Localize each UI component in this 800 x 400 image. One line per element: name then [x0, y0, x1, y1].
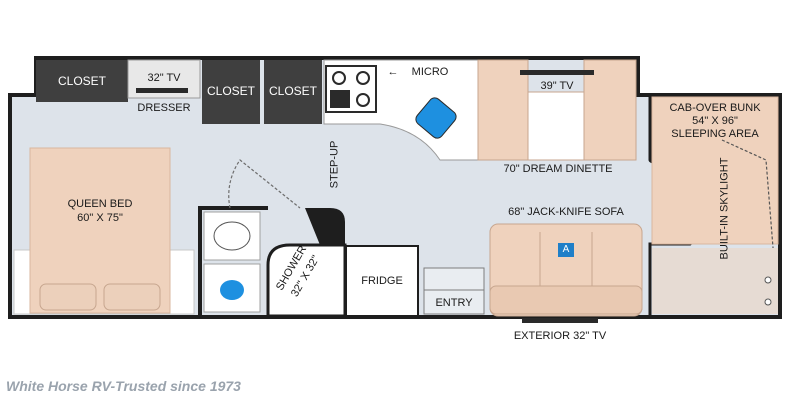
burner-3: [356, 93, 370, 107]
cab-over-bunk: [651, 96, 779, 245]
sleeping-area-label: SLEEPING AREA: [671, 128, 759, 140]
dinette-seat-left: [477, 59, 529, 161]
micro-arrow-icon: ←: [387, 66, 399, 78]
bed-size-label: 60" X 75": [77, 212, 123, 224]
dinette-tv-label: 39" TV: [540, 80, 574, 92]
closet-left-label: CLOSET: [57, 74, 106, 88]
closet-right: [264, 60, 322, 124]
burner-2: [356, 71, 370, 85]
closet-left: [36, 60, 128, 102]
dresser-label: DRESSER: [137, 102, 191, 114]
dinette-seat-right: [583, 59, 637, 161]
bath-sink: [220, 280, 244, 300]
pillow-right: [103, 283, 161, 311]
cab-lamp-1: [764, 276, 772, 284]
dresser-tv: [136, 88, 188, 93]
dinette-tv: [520, 70, 594, 75]
exterior-tv: [522, 318, 598, 323]
cab-over-bunk-label: CAB-OVER BUNK: [669, 102, 761, 114]
closet-middle: [202, 60, 260, 124]
micro-label: MICRO: [411, 66, 449, 78]
toilet: [213, 221, 251, 251]
burner-1: [332, 71, 346, 85]
shower-corner-wall: [305, 208, 345, 245]
bunk-size-label: 54" X 96": [692, 115, 738, 127]
dresser-tv-label: 32" TV: [147, 72, 181, 84]
step-up-label: STEP-UP: [328, 140, 341, 189]
dinette-table: [527, 91, 585, 161]
closet-right-label: CLOSET: [268, 84, 317, 98]
pillow-left: [39, 283, 97, 311]
sofa-back: [489, 285, 643, 315]
bathroom-wall: [198, 206, 268, 315]
watermark: White Horse RV-Trusted since 1973: [6, 378, 241, 394]
dream-dinette-label: 70" DREAM DINETTE: [503, 163, 613, 175]
closet-middle-label: CLOSET: [206, 84, 255, 98]
fridge: [345, 245, 419, 317]
bath-door-swing: [228, 159, 301, 209]
jack-knife-sofa-label: 68" JACK-KNIFE SOFA: [508, 206, 624, 218]
fridge-label: FRIDGE: [361, 275, 403, 287]
queen-bed-label: QUEEN BED: [67, 198, 133, 210]
entry-label: ENTRY: [435, 297, 473, 309]
built-in-skylight-label: BUILT-IN SKYLIGHT: [718, 157, 731, 260]
exterior-tv-label: EXTERIOR 32" TV: [513, 330, 607, 342]
cab-dash: [652, 248, 778, 314]
entry-steps: [423, 267, 485, 315]
bath-sink-counter: [203, 263, 261, 313]
sofa-badge: A: [558, 243, 574, 257]
cab-lamp-2: [764, 298, 772, 306]
microwave: [330, 90, 350, 108]
kitchen-sink: [415, 97, 457, 139]
